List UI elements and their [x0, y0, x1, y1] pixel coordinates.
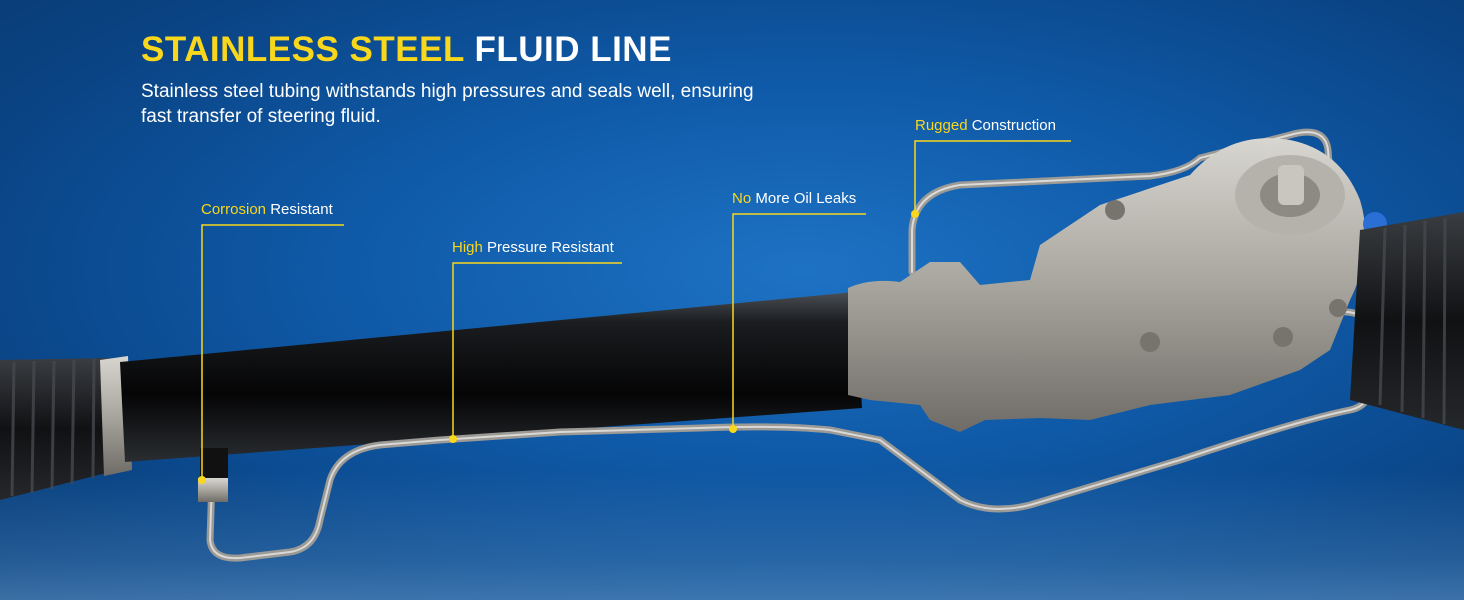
callout-rest: Construction — [971, 117, 1056, 134]
callout-rugged-construction: Rugged Construction — [915, 117, 1056, 134]
leader-rugged — [914, 140, 1071, 213]
headline-rest: FLUID LINE — [474, 30, 672, 69]
dot-no-leaks — [729, 425, 737, 433]
background-haze — [0, 470, 1464, 600]
headline-highlight: STAINLESS STEEL — [141, 30, 465, 69]
headline: STAINLESS STEEL FLUID LINE — [141, 30, 672, 70]
leader-high-pressure — [452, 262, 622, 438]
right-bellows-boot — [1350, 212, 1464, 430]
leader-corrosion — [201, 224, 344, 478]
subtitle: Stainless steel tubing withstands high p… — [141, 81, 754, 127]
callout-corrosion-resistant: Corrosion Resistant — [201, 201, 333, 218]
pinion-housing — [848, 138, 1387, 432]
callout-highlight: High — [452, 239, 483, 256]
leader-no-leaks — [732, 213, 866, 428]
callout-highlight: Corrosion — [201, 201, 267, 218]
callout-highlight: No — [732, 190, 752, 207]
rack-tube — [120, 292, 862, 462]
left-bellows-boot — [0, 358, 118, 500]
dot-rugged — [911, 210, 919, 218]
callout-high-pressure-resistant: High Pressure Resistant — [452, 239, 614, 256]
dot-corrosion — [198, 476, 206, 484]
callout-highlight: Rugged — [915, 117, 968, 134]
callout-rest: Pressure Resistant — [487, 239, 614, 256]
callout-rest: More Oil Leaks — [755, 190, 857, 207]
dot-high-pressure — [449, 435, 457, 443]
callout-no-more-oil-leaks: No More Oil Leaks — [732, 190, 856, 207]
callout-rest: Resistant — [270, 201, 333, 218]
